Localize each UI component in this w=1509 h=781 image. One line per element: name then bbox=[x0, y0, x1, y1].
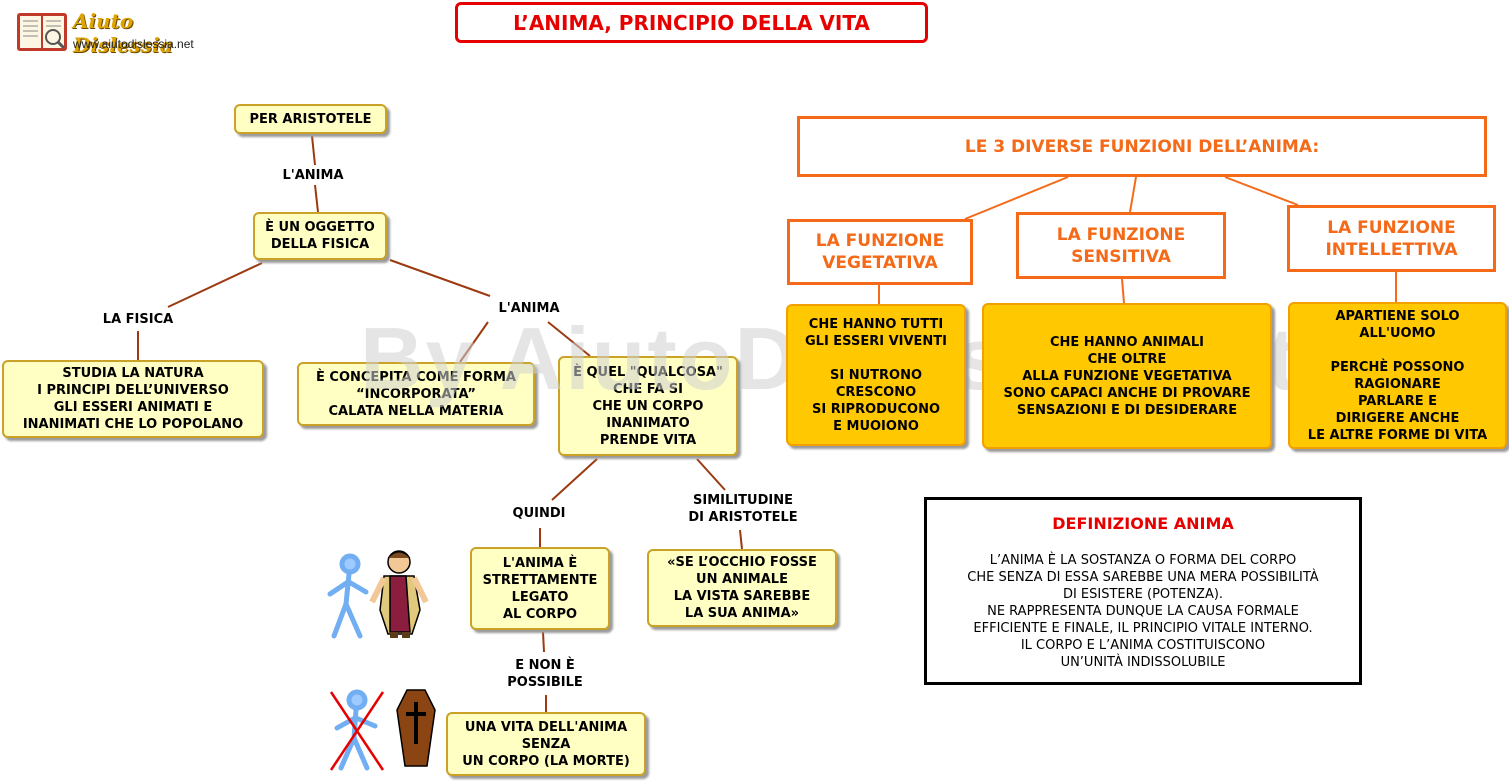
node-oggetto-fisica: È UN OGGETTO DELLA FISICA bbox=[253, 212, 387, 260]
function-sensitiva-title: LA FUNZIONE SENSITIVA bbox=[1016, 212, 1226, 279]
node-vita-senza-corpo: UNA VITA DELL'ANIMA SENZA UN CORPO (LA M… bbox=[446, 712, 646, 776]
label-fisica: LA FISICA bbox=[88, 311, 188, 328]
coffin-icon bbox=[396, 689, 436, 767]
function-vegetativa-desc: CHE HANNO TUTTI GLI ESSERI VIVENTI SI NU… bbox=[786, 304, 966, 446]
functions-header: LE 3 DIVERSE FUNZIONI DELL’ANIMA: bbox=[797, 116, 1487, 177]
label-non-possibile: E NON È POSSIBILE bbox=[490, 657, 600, 691]
label-anima-2: L'ANIMA bbox=[486, 300, 572, 317]
definition-text: L’ANIMA È LA SOSTANZA O FORMA DEL CORPO … bbox=[967, 553, 1319, 670]
book-logo-icon bbox=[17, 13, 67, 51]
label-quindi: QUINDI bbox=[497, 505, 581, 522]
node-occhio: «SE L’OCCHIO FOSSE UN ANIMALE LA VISTA S… bbox=[647, 549, 837, 627]
label-anima-1: L'ANIMA bbox=[270, 167, 356, 184]
logo: Aiuto Dislessia www.aiutodislessia.net bbox=[15, 7, 220, 57]
definition-title: DEFINIZIONE ANIMA bbox=[1052, 514, 1234, 533]
aristotle-figure-icon bbox=[369, 550, 429, 638]
function-vegetativa-title: LA FUNZIONE VEGETATIVA bbox=[787, 219, 973, 285]
logo-title: Aiuto Dislessia bbox=[73, 9, 173, 57]
function-intellettiva-title: LA FUNZIONE INTELLETTIVA bbox=[1287, 205, 1496, 272]
crossed-soul-icon bbox=[329, 689, 385, 771]
node-qualcosa: È QUEL "QUALCOSA" CHE FA SI CHE UN CORPO… bbox=[558, 356, 738, 456]
soul-figure-icon bbox=[327, 553, 369, 639]
function-intellettiva-desc: APARTIENE SOLO ALL'UOMO PERCHÈ POSSONO R… bbox=[1288, 302, 1507, 449]
node-concepita-forma: È CONCEPITA COME FORMA “INCORPORATA” CAL… bbox=[297, 362, 535, 426]
logo-url: www.aiutodislessia.net bbox=[73, 37, 194, 51]
definition-box: DEFINIZIONE ANIMA L’ANIMA È LA SOSTANZA … bbox=[924, 497, 1362, 685]
node-legato-corpo: L'ANIMA È STRETTAMENTE LEGATO AL CORPO bbox=[470, 547, 610, 630]
node-studia-natura: STUDIA LA NATURA I PRINCIPI DELL’UNIVERS… bbox=[2, 360, 264, 438]
node-per-aristotele: PER ARISTOTELE bbox=[234, 104, 387, 134]
label-similitudine: SIMILITUDINE DI ARISTOTELE bbox=[670, 492, 816, 526]
function-sensitiva-desc: CHE HANNO ANIMALI CHE OLTRE ALLA FUNZION… bbox=[982, 303, 1272, 449]
page-title: L’ANIMA, PRINCIPIO DELLA VITA bbox=[455, 2, 928, 43]
